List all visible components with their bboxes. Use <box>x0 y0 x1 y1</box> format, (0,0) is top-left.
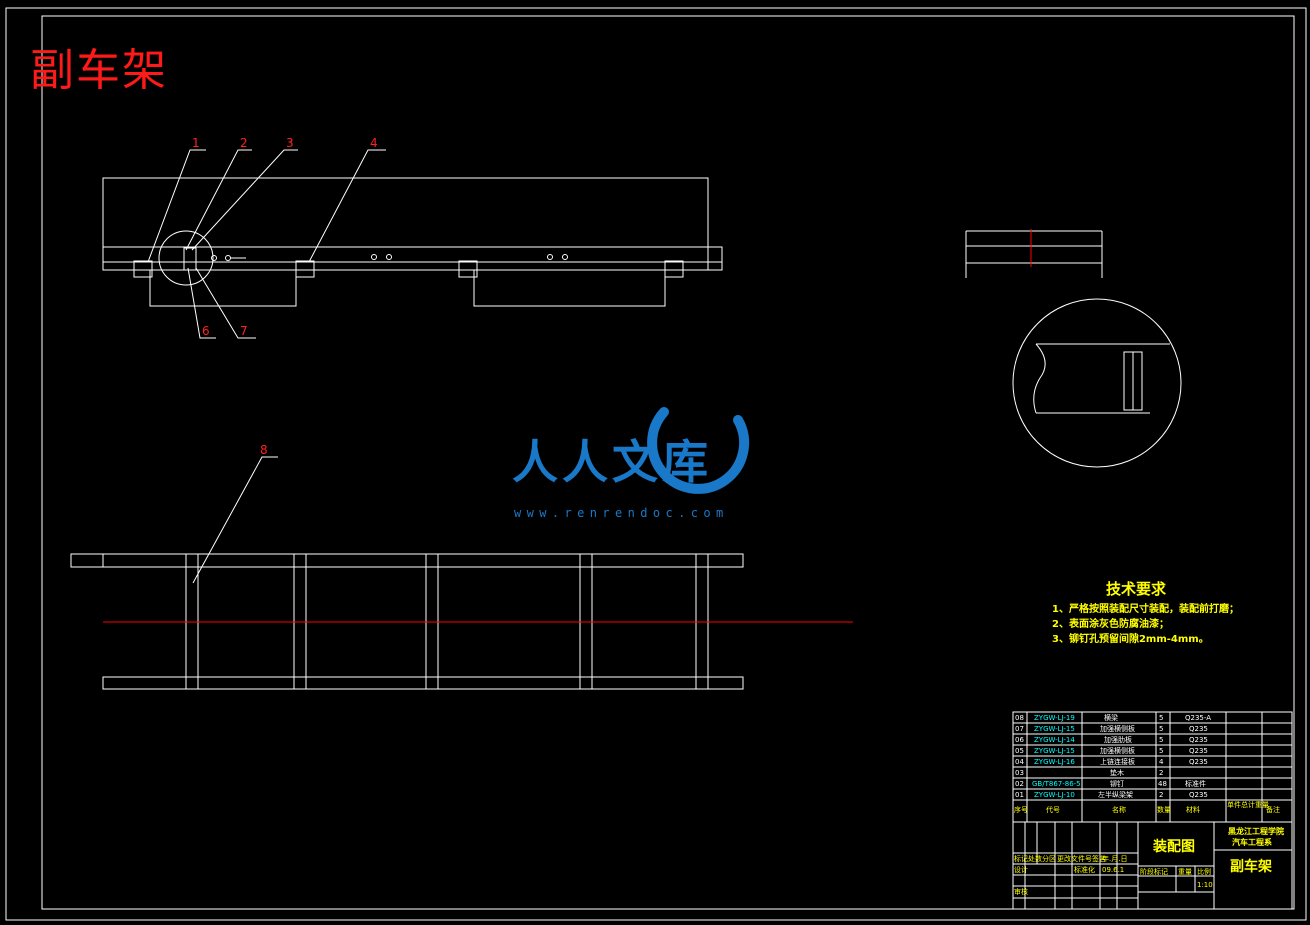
bom-header-code: 代号 <box>1046 806 1060 814</box>
leader-lines <box>147 149 386 584</box>
bom-no: 08 <box>1015 714 1024 722</box>
outer-border <box>5 7 1307 921</box>
bom-header-weight: 单件总计重量 <box>1227 801 1269 809</box>
bom-no: 05 <box>1015 747 1024 755</box>
bom-code: ZYGW-LJ-10 <box>1034 791 1075 799</box>
drawing-title: 副车架 <box>30 45 168 96</box>
bom-code: ZYGW-LJ-15 <box>1034 725 1075 733</box>
bom-name: 左半纵梁架 <box>1098 791 1133 799</box>
rivet-holes <box>211 254 568 261</box>
bom-no: 04 <box>1015 758 1024 766</box>
callout-3: 3 <box>286 136 294 150</box>
section-view <box>965 229 1103 278</box>
bom-qty: 48 <box>1158 780 1167 788</box>
scale-label: 比例 <box>1197 868 1211 876</box>
bom-grid <box>1012 711 1293 823</box>
bom-no: 07 <box>1015 725 1024 733</box>
side-view <box>102 177 723 307</box>
bom-no: 01 <box>1015 791 1024 799</box>
stage-label: 阶段标记 <box>1140 868 1168 876</box>
bom-code: ZYGW-LJ-19 <box>1034 714 1075 722</box>
bom-header-remark: 备注 <box>1266 806 1280 814</box>
bom-no: 06 <box>1015 736 1024 744</box>
bom-header-no: 序号 <box>1014 806 1028 814</box>
std-label: 标准化 <box>1074 866 1095 874</box>
callout-6: 6 <box>202 324 210 338</box>
bom-header-name: 名称 <box>1112 806 1126 814</box>
bom-code: ZYGW-LJ-16 <box>1034 758 1075 766</box>
dept-name: 汽车工程系 <box>1232 838 1272 847</box>
bom-name: 铆钉 <box>1110 780 1124 788</box>
part-name: 副车架 <box>1230 859 1272 875</box>
weight-label: 重量 <box>1178 868 1192 876</box>
bom-material: 标准件 <box>1185 780 1206 788</box>
detail-view <box>1012 298 1182 468</box>
bom-name: 上链连接板 <box>1100 758 1135 766</box>
bom-material: Q235 <box>1189 758 1208 766</box>
tech-line-3: 3、铆钉孔预留间隙2mm-4mm。 <box>1052 634 1209 645</box>
ymd: 年.月.日 <box>1102 855 1128 863</box>
bom-qty: 4 <box>1159 758 1164 766</box>
title-block-grid <box>1012 821 1293 910</box>
change-doc: 更改文件号签名 <box>1057 855 1106 863</box>
bom-qty: 5 <box>1159 714 1164 722</box>
bom-qty: 2 <box>1159 791 1164 799</box>
bom-qty: 5 <box>1159 725 1164 733</box>
tech-line-1: 1、严格按照装配尺寸装配，装配前打磨； <box>1052 604 1239 615</box>
bom-name: 加强横侧板 <box>1100 725 1135 733</box>
callout-4: 4 <box>370 136 378 150</box>
callout-numbers: 1 2 3 4 6 7 8 <box>192 136 378 457</box>
bom-name: 横梁 <box>1104 714 1118 722</box>
watermark-url: www.renrendoc.com <box>514 506 729 520</box>
school-name: 黑龙江工程学院 <box>1228 827 1284 836</box>
bom-name: 加强横侧板 <box>1100 747 1135 755</box>
tech-heading: 技术要求 <box>1106 580 1167 598</box>
watermark-logo-icon <box>647 407 750 494</box>
bom-qty: 5 <box>1159 736 1164 744</box>
watermark-brand: 人人文库 <box>512 435 712 489</box>
bom-qty: 2 <box>1159 769 1164 777</box>
bom-material: Q235-A <box>1185 714 1212 722</box>
tech-line-2: 2、表面涂灰色防腐油漆； <box>1052 619 1169 630</box>
bom-code: GB/T867-86-5 <box>1032 780 1081 788</box>
bom-material: Q235 <box>1189 736 1208 744</box>
bom-qty: 5 <box>1159 747 1164 755</box>
callout-1: 1 <box>192 136 200 150</box>
callout-7: 7 <box>240 324 248 338</box>
inner-border <box>41 15 1295 910</box>
callout-8: 8 <box>260 443 268 457</box>
watermark: 人人文库 www.renrendoc.com <box>512 398 802 528</box>
bom-code: ZYGW-LJ-15 <box>1034 747 1075 755</box>
scale-value: 1:10 <box>1197 881 1213 889</box>
bom-no: 02 <box>1015 780 1024 788</box>
design-label: 设计 <box>1014 866 1028 874</box>
bom-material: Q235 <box>1189 747 1208 755</box>
bom-header-qty: 数量 <box>1157 806 1171 814</box>
drawing-type: 装配图 <box>1153 839 1195 855</box>
bom-name: 垫木 <box>1110 769 1124 777</box>
mark-row: 标记处数分区 <box>1014 855 1056 863</box>
bom-header-material: 材料 <box>1186 806 1200 814</box>
bom-name: 加强肋板 <box>1104 736 1132 744</box>
bom-code: ZYGW-LJ-14 <box>1034 736 1075 744</box>
review-label: 审核 <box>1014 888 1028 896</box>
date: 09.6.1 <box>1102 866 1125 874</box>
callout-2: 2 <box>240 136 248 150</box>
bom-material: Q235 <box>1189 791 1208 799</box>
bom-material: Q235 <box>1189 725 1208 733</box>
bom-no: 03 <box>1015 769 1024 777</box>
